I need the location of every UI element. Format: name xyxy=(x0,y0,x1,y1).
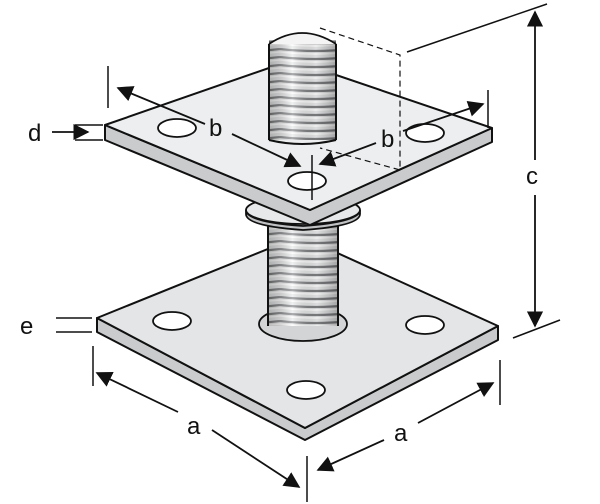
dimension-c xyxy=(406,3,561,339)
dimension-a-right xyxy=(316,360,501,472)
dimension-d xyxy=(52,123,103,141)
dimension-b-right xyxy=(318,90,489,167)
dimension-a-left xyxy=(92,346,308,502)
top-plate-hole xyxy=(157,118,197,138)
label-e: e xyxy=(20,313,33,340)
upper-threaded-rod xyxy=(268,32,337,145)
bottom-plate-hole xyxy=(286,380,326,400)
bottom-plate-hole xyxy=(405,315,445,335)
bottom-plate-hole xyxy=(152,311,192,331)
label-b-right: b xyxy=(381,126,394,153)
top-plate-hole xyxy=(405,123,445,143)
label-a-right: a xyxy=(394,420,408,447)
label-c: c xyxy=(526,163,538,190)
label-a-left: a xyxy=(187,413,201,440)
dimension-e xyxy=(56,317,92,333)
label-d: d xyxy=(28,120,41,147)
dimension-b-left xyxy=(107,66,313,200)
height-projection-dashed xyxy=(319,27,401,171)
lower-threaded-rod xyxy=(267,222,339,326)
top-plate-hole xyxy=(287,171,327,191)
label-b-left: b xyxy=(209,115,222,142)
